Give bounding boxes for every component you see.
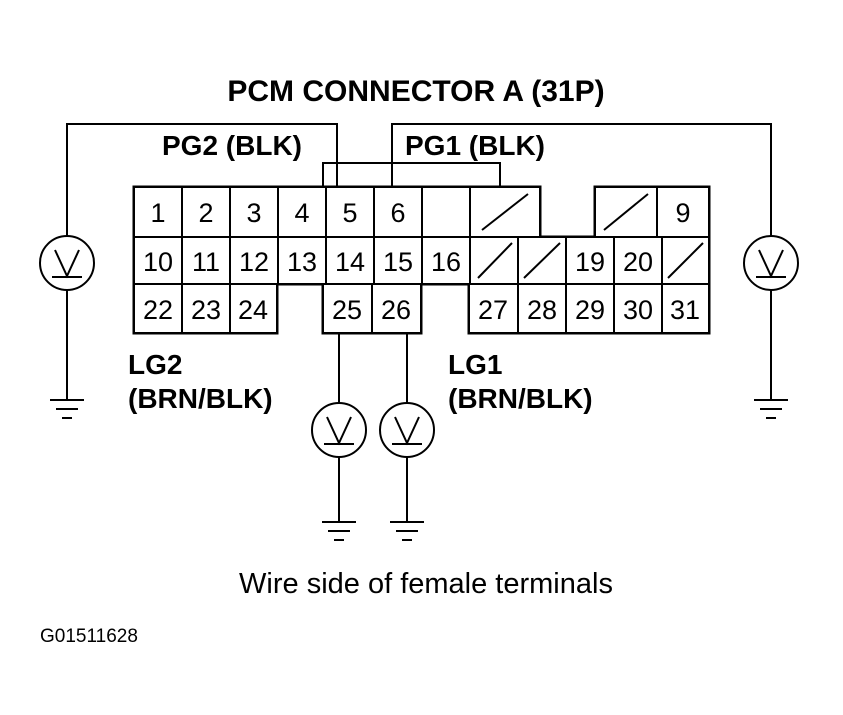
pin-number: 26 [381,295,411,325]
pin-cell [613,283,663,334]
voltmeter-left [39,235,95,399]
pin-cell [565,236,615,285]
pin-number: 31 [670,295,700,325]
ground-icon [50,399,84,419]
blank-slash [481,193,529,231]
label-lg1-name: LG1 [448,349,502,380]
pin-cell [373,186,423,238]
pin-number: 24 [238,295,268,325]
label-lg2-name: LG2 [128,349,182,380]
pin-number: 14 [335,247,365,277]
pin-number: 23 [191,295,221,325]
pin-cell [133,186,183,238]
label-pg1: PG1 (BLK) [405,130,545,161]
pin-number: 6 [390,198,405,228]
pin-number: 10 [143,247,173,277]
pin-number: 11 [192,247,220,277]
pin-number: 4 [294,198,309,228]
voltmeter-icon [743,235,799,291]
wire-pg1-right [391,123,772,236]
pin-number: 2 [198,198,213,228]
pin-number: 9 [675,198,690,228]
pin-number: 1 [150,198,165,228]
pin-number: 22 [143,295,173,325]
pin-cell [229,186,279,238]
label-lg2-color: (BRN/BLK) [128,383,273,414]
pin-cell [229,283,278,334]
connector-lock-tab [322,162,501,187]
pin-number: 15 [383,247,413,277]
ground-icon [754,399,788,419]
voltmeter-icon [379,402,435,458]
pin-number: 27 [478,295,508,325]
pin-cell [661,283,710,334]
pin-cell [613,236,663,285]
pin-number: 28 [527,295,557,325]
pin-cell [133,283,183,334]
figure-code: G01511628 [40,626,138,647]
pin-number: 5 [342,198,357,228]
pin-cell [181,283,231,334]
pin-cell [133,236,183,285]
voltmeter-icon [311,402,367,458]
ground-icon [390,521,424,541]
diagram-title: PCM CONNECTOR A (31P) [227,75,604,108]
label-pg2: PG2 (BLK) [162,130,302,161]
pin-number: 12 [239,247,269,277]
pin-cell [277,236,327,285]
label-lg1-color: (BRN/BLK) [448,383,593,414]
pin-cell [421,186,471,238]
voltmeter-right [743,235,799,399]
row-3: 22 23 24 25 26 27 28 29 30 31 [133,283,710,334]
voltmeter-icon [39,235,95,291]
voltmeter-lg1 [379,333,435,521]
pin-number: 16 [431,247,461,277]
pin-number: 29 [575,295,605,325]
caption: Wire side of female terminals [239,568,613,600]
pin-cell [229,236,279,285]
pin-number: 13 [287,247,317,277]
pin-number: 19 [575,247,605,277]
wire-pg2-left [66,123,338,236]
pin-cell [325,236,375,285]
blank-slash [523,242,561,279]
pin-number: 20 [623,247,653,277]
pin-cell [322,283,373,334]
row-1: 1 2 3 4 5 6 9 [133,186,710,238]
pin-cell [468,283,519,334]
voltmeter-lg2 [311,333,367,521]
pin-cell [371,283,422,334]
row-2: 10 11 12 13 14 15 16 19 20 [133,236,710,285]
blank-slash [667,242,704,279]
pin-number: 25 [332,295,362,325]
blank-slash [477,242,513,279]
pin-number: 30 [623,295,653,325]
ground-icon [322,521,356,541]
pin-number: 3 [246,198,261,228]
blank-slash [603,193,649,231]
